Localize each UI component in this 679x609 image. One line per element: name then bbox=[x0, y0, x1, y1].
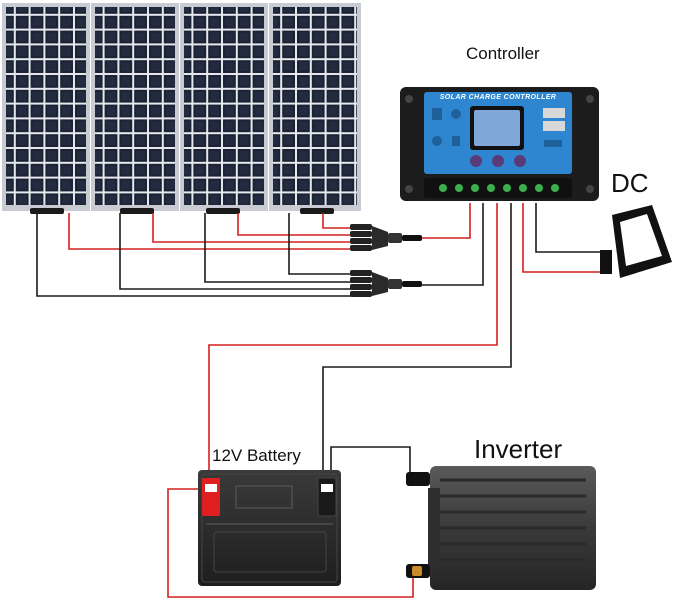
battery-positive-terminal bbox=[202, 478, 220, 516]
negative-wires bbox=[36, 203, 602, 482]
solar-panel-icon bbox=[269, 3, 361, 211]
inverter-icon bbox=[406, 466, 596, 590]
inverter-positive-terminal bbox=[406, 564, 430, 578]
battery-icon bbox=[198, 470, 341, 586]
battery-negative-terminal bbox=[317, 477, 337, 517]
solar-panel-icon bbox=[180, 3, 268, 211]
floodlight-icon bbox=[600, 205, 672, 278]
battery-label: 12V Battery bbox=[212, 446, 301, 465]
dc-label: DC bbox=[611, 168, 649, 198]
inverter-label: Inverter bbox=[474, 434, 563, 464]
y-branch-connector-icon bbox=[350, 224, 422, 251]
solar-array bbox=[2, 3, 361, 214]
positive-wires bbox=[68, 203, 602, 598]
controller-label: Controller bbox=[466, 44, 540, 63]
inverter-negative-terminal bbox=[406, 472, 430, 486]
y-branch-connector-icon bbox=[350, 270, 422, 297]
solar-panel-icon bbox=[91, 3, 179, 211]
solar-panel-icon bbox=[2, 3, 90, 211]
controller-panel-title: SOLAR CHARGE CONTROLLER bbox=[439, 94, 557, 101]
charge-controller-icon bbox=[400, 87, 599, 201]
panel-junction-boxes bbox=[30, 208, 334, 214]
